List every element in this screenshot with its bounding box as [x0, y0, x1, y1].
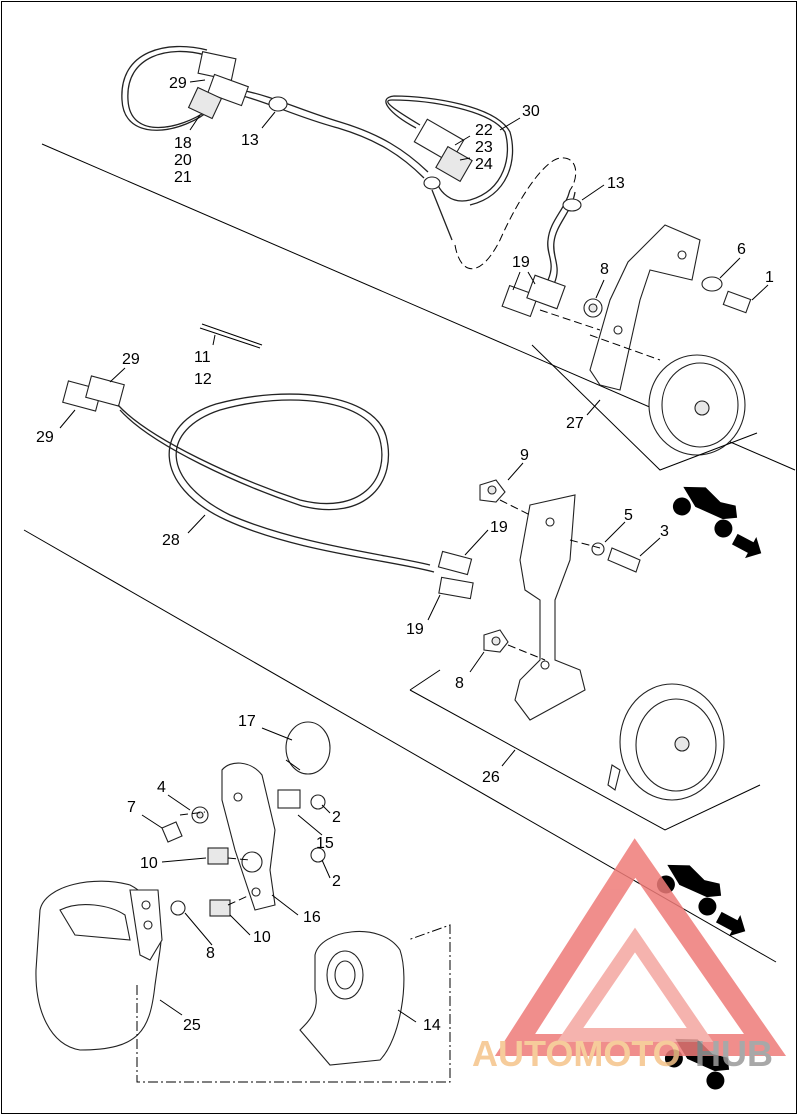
label-10-upper: 10: [140, 855, 158, 872]
label-10-lower: 10: [253, 929, 271, 946]
label-28: 28: [162, 532, 180, 549]
label-2-lower: 2: [332, 873, 341, 890]
label-16: 16: [303, 909, 321, 926]
label-15: 15: [316, 835, 334, 852]
label-21: 21: [174, 169, 192, 186]
label-13: 13: [241, 132, 259, 149]
label-29: 29: [169, 75, 187, 92]
label-17: 17: [238, 713, 256, 730]
harness-middle: [62, 323, 474, 600]
label-14: 14: [423, 1017, 441, 1034]
horn-assembly-middle: [409, 479, 761, 831]
label-26: 26: [482, 769, 500, 786]
label-20: 20: [174, 152, 192, 169]
label-8-mid: 8: [455, 675, 464, 692]
label-23: 23: [475, 139, 493, 156]
label-6: 6: [737, 241, 746, 258]
label-1: 1: [765, 269, 774, 286]
label-30: 30: [522, 103, 540, 120]
label-18: 18: [174, 135, 192, 152]
label-9: 9: [520, 447, 529, 464]
watermark-logo-icon: [494, 838, 787, 1056]
label-8-upper: 8: [600, 261, 609, 278]
label-29-mid: 29: [122, 351, 140, 368]
label-2-upper: 2: [332, 809, 341, 826]
label-19-mid: 19: [490, 519, 508, 536]
leader-lines: [59, 79, 769, 1023]
label-29-left: 29: [36, 429, 54, 446]
label-27: 27: [566, 415, 584, 432]
label-19-upper: 19: [512, 254, 530, 271]
horn-assembly-lower: [35, 721, 451, 1083]
label-3: 3: [660, 523, 669, 540]
label-4: 4: [157, 779, 166, 796]
watermark-text-hub: HUB: [695, 1033, 773, 1074]
label-24: 24: [475, 156, 493, 173]
label-22: 22: [475, 122, 493, 139]
watermark-text-automoto: AUTOMOTO: [472, 1033, 681, 1074]
watermark: AUTOMOTO HUB: [472, 838, 787, 1074]
label-13-upper: 13: [607, 175, 625, 192]
label-11: 11: [194, 349, 211, 366]
label-8-lower: 8: [206, 945, 215, 962]
label-12: 12: [194, 371, 212, 388]
harness-upper: [121, 45, 577, 270]
label-19-lower: 19: [406, 621, 424, 638]
motorcycle-direction-icon-upper: [672, 486, 762, 559]
label-7: 7: [127, 799, 136, 816]
label-5: 5: [624, 507, 633, 524]
horn-assembly-upper: [501, 189, 758, 471]
label-25: 25: [183, 1017, 201, 1034]
part-labels: 29 18 20 21 13 22 23 24 30 13 19 8 6 1 2…: [36, 75, 774, 1034]
